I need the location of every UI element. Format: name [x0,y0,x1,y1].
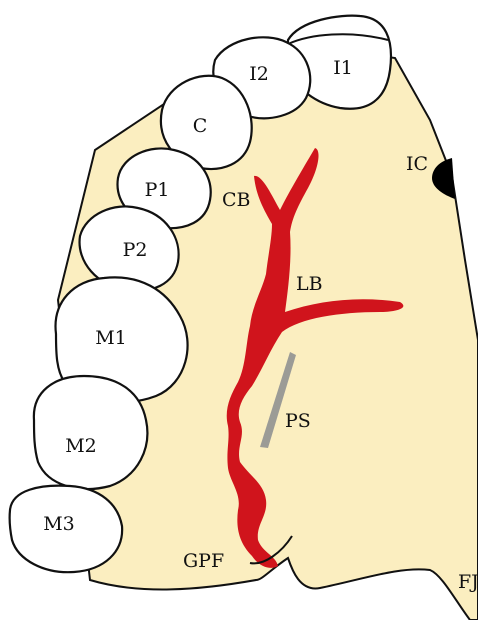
label-m1: M1 [95,327,127,349]
label-p1: P1 [145,179,170,201]
label-palatine-spine: PS [285,410,311,432]
label-gpf: GPF [183,550,224,572]
label-canine-branch: CB [222,189,251,211]
label-lateral-branch: LB [296,273,323,295]
label-incisive-canal: IC [406,153,428,175]
label-c: C [193,115,208,137]
label-fj: FJ [458,571,478,593]
label-i1: I1 [333,57,353,79]
label-i2: I2 [249,63,269,85]
label-m3: M3 [43,513,75,535]
tooth-m2 [34,376,147,489]
label-m2: M2 [65,435,97,457]
label-p2: P2 [123,239,148,261]
